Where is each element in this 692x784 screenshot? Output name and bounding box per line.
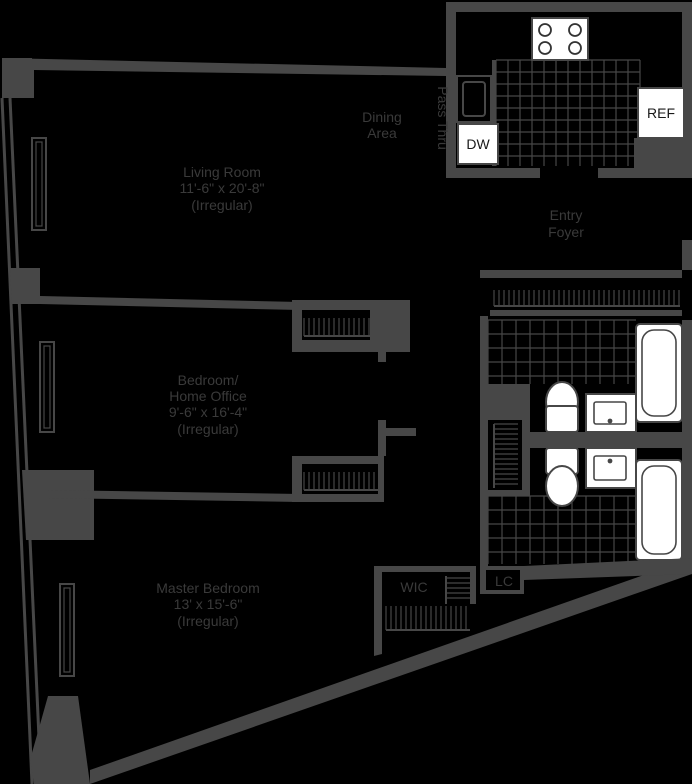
exterior-wall-inner [8,97,42,761]
living-room-name: Living Room [183,164,261,180]
living-room-top-wall [2,58,446,98]
entry-label-line2: Foyer [548,224,584,240]
master-bedroom-size: 13' x 15'-6" [174,596,243,612]
vanity-sink-top [585,393,637,433]
window-sills [31,137,75,677]
kitchen-tile-floor [495,59,641,166]
wic-label: WIC [400,579,427,595]
bedroom-door-jamb [378,352,386,362]
kitchen-counter-end [634,138,682,168]
entry-closet [480,240,692,316]
refrigerator-label: REF [647,105,675,121]
stove-cooktop [531,17,589,61]
walk-in-closet: WIC [374,566,476,656]
mid-left-column [10,268,40,304]
toilet-bottom [545,447,579,507]
toilet-top [545,381,579,433]
living-room-note: (Irregular) [191,197,252,213]
bedroom-name2: Home Office [169,388,247,404]
bedroom-walls [40,296,416,502]
room-labels: Dining Area Living Room 11'-6" x 20'-8" … [156,109,584,629]
bathtub-bottom [635,459,683,561]
linen-closet-label: LC [495,573,513,589]
dining-label-line1: Dining [362,109,402,125]
master-closet-shelving [303,472,378,491]
bedroom-size: 9'-6" x 16'-4" [169,404,247,420]
bath-tile-floor-top [487,319,636,384]
entry-closet-shelving [493,290,680,307]
top-left-column [2,58,32,98]
dining-label-line2: Area [367,125,397,141]
bottom-left-column [30,696,90,784]
vanity-sink-bottom [585,447,637,489]
master-bedroom-note: (Irregular) [177,613,238,629]
entry-label-line1: Entry [550,207,583,223]
bedroom-bottom-wall [48,490,300,502]
bath-tile-floor-bottom [487,495,636,564]
diagonal-south-wall [90,558,692,784]
bath-east-wall [682,320,692,566]
linen-shelving [493,423,518,488]
kitchen-counter-edge [492,60,496,166]
bedroom-closet-shelving [303,318,370,337]
linen-closet: LC [480,566,524,594]
bath-west-wall-top [480,316,488,390]
kitchen-sink [456,75,492,123]
bath-west-wall-bottom [480,496,488,566]
bathrooms: LC [480,316,692,594]
bath-south-wall [524,558,692,580]
bedroom-door-wall [378,420,416,456]
exterior-walls [0,58,692,784]
pass-thru-label: Pass Thru [435,86,451,150]
bath-central-wall [480,384,692,496]
bedroom-name: Bedroom/ [178,372,239,388]
bedroom-note: (Irregular) [177,421,238,437]
lower-left-column [22,470,94,540]
dishwasher: DW [457,123,499,165]
bedroom-top-wall [40,296,300,310]
dishwasher-label: DW [466,136,490,152]
master-bedroom-name: Master Bedroom [156,580,259,596]
exterior-wall-outer [0,97,34,784]
bathtub-top [635,323,683,423]
refrigerator: REF [637,87,685,139]
living-room-size: 11'-6" x 20'-8" [179,180,264,196]
wic-shelving [385,576,470,631]
kitchen: DW REF Pass Thru [435,2,692,178]
